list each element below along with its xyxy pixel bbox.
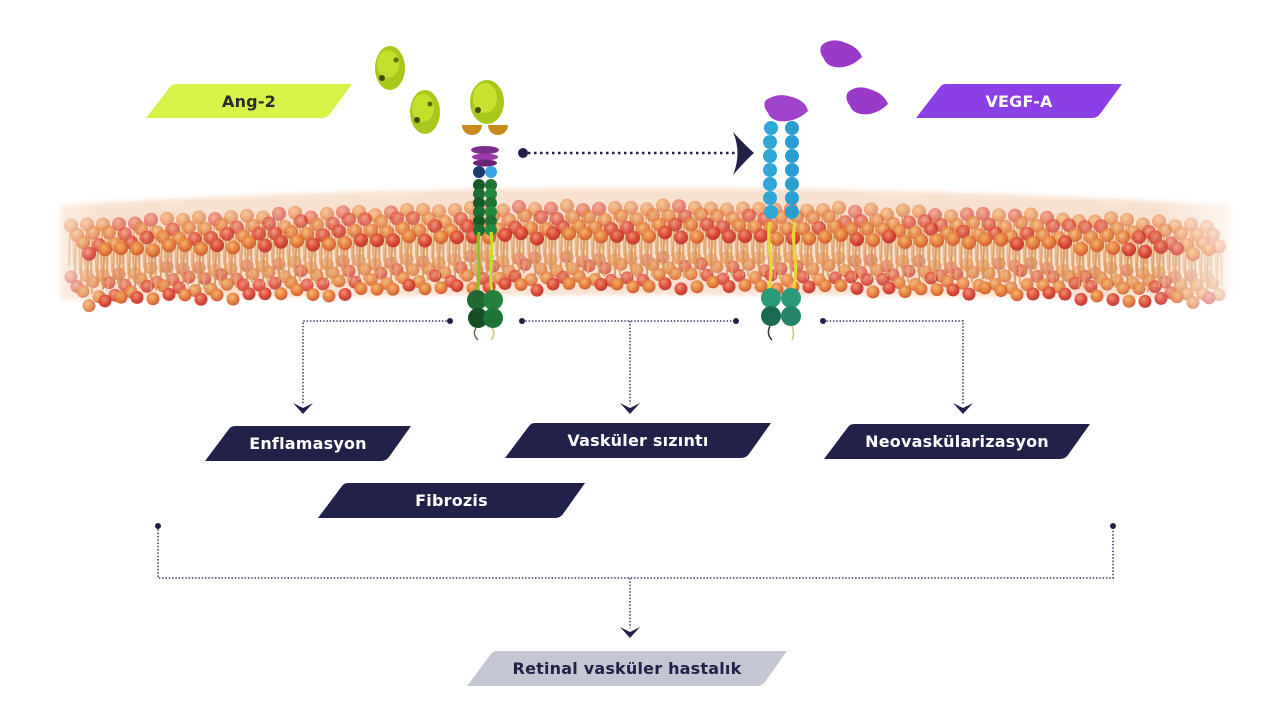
receptor-bead: [763, 163, 777, 177]
outcome-label: Enflamasyon: [249, 434, 367, 453]
membrane-edge-fade: [0, 170, 1280, 320]
transmembrane-helix: [475, 231, 481, 293]
receptor-bead: [785, 121, 799, 135]
arrowhead-icon: [733, 132, 754, 175]
receptor-bead: [485, 206, 497, 218]
vegfr2-receptor: [761, 95, 808, 341]
outcome-label: Fibrozis: [415, 491, 488, 510]
connector-to-enflamasyon: [302, 320, 450, 404]
outcome-label: Neovaskülarizasyon: [865, 432, 1049, 451]
connector-endpoints: [155, 318, 1116, 638]
receptor-bead: [785, 163, 799, 177]
outcome-vaskuler-sizinti: Vasküler sızıntı: [505, 423, 771, 458]
receptor-domain: [488, 125, 508, 135]
receptor-bead: [473, 179, 485, 191]
receptor-bead: [473, 188, 485, 200]
outcome-neovaskularizasyon: Neovaskülarizasyon: [824, 424, 1090, 459]
receptor-bead: [785, 191, 799, 205]
receptor-bead: [485, 215, 497, 227]
transmembrane-helix: [489, 231, 494, 293]
connector-bracket: [157, 526, 1114, 579]
outcome-enflamasyon: Enflamasyon: [205, 426, 411, 461]
receptor-bead: [485, 224, 497, 236]
vegfa-molecule-icon: [846, 87, 888, 115]
ang2-molecule-icon: [410, 90, 440, 134]
receptor-bead: [763, 135, 777, 149]
receptor-domain: [462, 125, 482, 135]
ang2-label-text: Ang-2: [222, 91, 276, 111]
pathway-connectors: [157, 320, 1114, 628]
vegfa-molecule-icon: [820, 40, 862, 68]
vegfr2-extracellular-beads: [763, 121, 799, 219]
bound-vegfa-icon: [764, 95, 808, 122]
vegfa-label-text: VEGF-A: [985, 91, 1053, 111]
receptor-bead: [785, 205, 799, 219]
receptor-bead: [785, 135, 799, 149]
tie2-kinase-domain: [467, 290, 503, 341]
receptor-bead: [763, 177, 777, 191]
transmembrane-helix: [766, 221, 773, 293]
vegfa-label: VEGF-A: [916, 84, 1122, 118]
final-outcome: Retinal vasküler hastalık: [467, 651, 787, 686]
arrow-down-icon: [620, 627, 640, 638]
ang2-molecule-icon: [375, 46, 405, 90]
purple-domain: [471, 146, 499, 167]
receptor-bead: [785, 177, 799, 191]
vegfr2-kinase-domain: [761, 288, 801, 341]
arrow-down-icon: [953, 403, 973, 414]
receptor-bead: [485, 188, 497, 200]
receptor-bead: [473, 224, 485, 236]
transmembrane-helix: [791, 221, 798, 293]
vegfa-ligand-molecules: [820, 40, 888, 115]
receptor-bead: [763, 191, 777, 205]
outcome-label: Vasküler sızıntı: [567, 431, 709, 450]
receptor-bead: [473, 206, 485, 218]
crosstalk-arrow: [518, 132, 754, 175]
connector-to-neovaskularizasyon: [823, 320, 964, 404]
outcome-fibrozis: Fibrozis: [318, 483, 585, 518]
final-outcome-label: Retinal vasküler hastalık: [512, 659, 742, 678]
receptor-bead: [763, 149, 777, 163]
arrow-down-icon: [293, 403, 313, 414]
receptor-bead: [764, 121, 778, 135]
cell-membrane: [0, 170, 1280, 320]
receptor-bead: [785, 149, 799, 163]
receptor-bead: [473, 215, 485, 227]
ang2-label: Ang-2: [146, 84, 352, 118]
arrow-down-icon: [620, 403, 640, 414]
receptor-bead: [485, 179, 497, 191]
tie2-extracellular-beads: [473, 179, 497, 236]
bound-ang2-icon: [470, 80, 504, 124]
receptor-bead: [764, 205, 778, 219]
tie2-receptor: [462, 80, 508, 341]
receptor-bead: [485, 197, 497, 209]
ang2-ligand-molecules: [375, 46, 440, 134]
receptor-bead: [473, 197, 485, 209]
